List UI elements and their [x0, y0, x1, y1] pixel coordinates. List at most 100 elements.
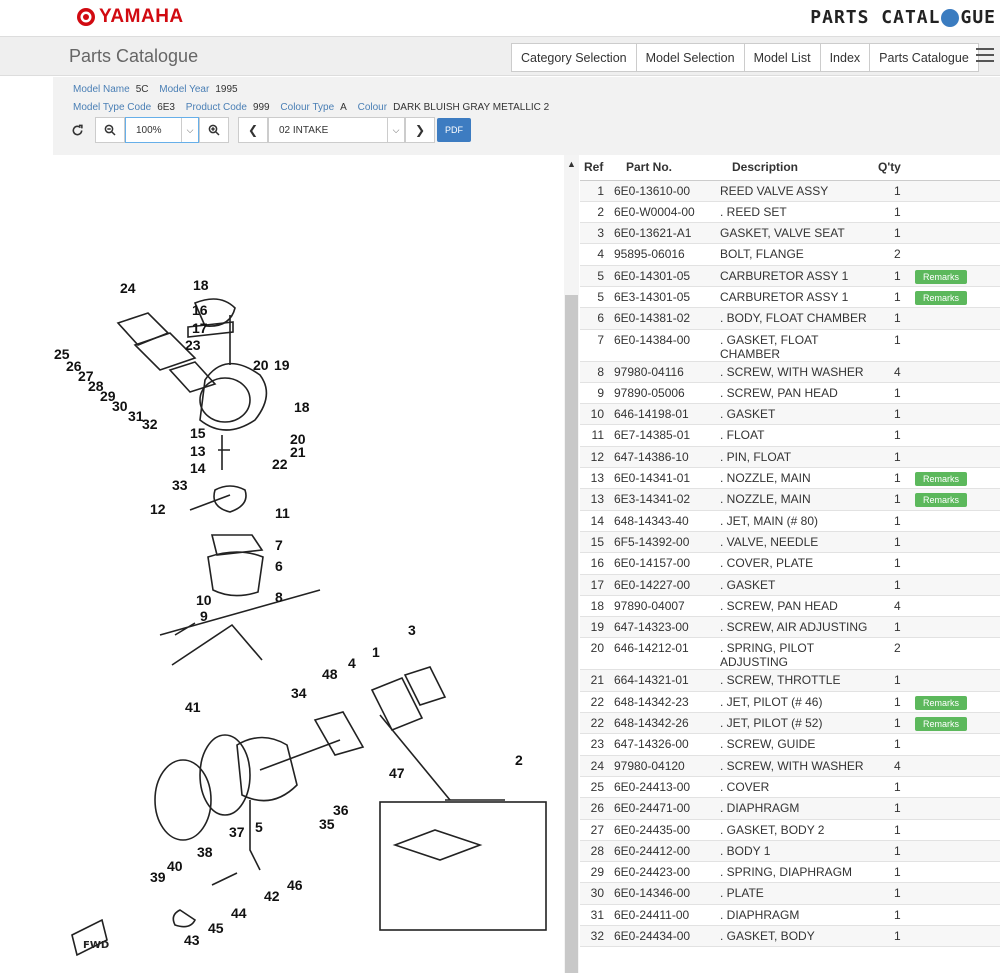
- cell-part-no[interactable]: 646-14198-01: [614, 403, 720, 426]
- callout-6[interactable]: 6: [275, 558, 283, 574]
- callout-19[interactable]: 19: [274, 357, 290, 373]
- tab-category-selection[interactable]: Category Selection: [511, 43, 636, 72]
- cell-part-no[interactable]: 6E0-W0004-00: [614, 201, 720, 224]
- tab-model-selection[interactable]: Model Selection: [635, 43, 744, 72]
- zoom-out-button[interactable]: [95, 117, 125, 143]
- callout-20b[interactable]: 20: [290, 431, 306, 447]
- callout-40[interactable]: 40: [167, 858, 183, 874]
- next-section-button[interactable]: ❯: [405, 117, 435, 143]
- callout-8[interactable]: 8: [275, 589, 283, 605]
- callout-15[interactable]: 15: [190, 425, 206, 441]
- callout-3[interactable]: 3: [408, 622, 416, 638]
- cell-part-no[interactable]: 6E0-14384-00: [614, 329, 720, 362]
- cell-part-no[interactable]: 97980-04116: [614, 361, 720, 383]
- refresh-button[interactable]: [65, 117, 89, 143]
- callout-27[interactable]: 27: [78, 368, 94, 384]
- callout-43[interactable]: 43: [184, 932, 200, 948]
- cell-part-no[interactable]: 6E0-24411-00: [614, 904, 720, 927]
- callout-18[interactable]: 18: [193, 277, 209, 293]
- callout-38[interactable]: 38: [197, 844, 213, 860]
- callout-22[interactable]: 22: [272, 456, 288, 472]
- cell-part-no[interactable]: 6E7-14385-01: [614, 424, 720, 447]
- callout-41[interactable]: 41: [185, 699, 201, 715]
- cell-part-no[interactable]: 6E0-13610-00: [614, 180, 720, 202]
- cell-part-no[interactable]: 6F5-14392-00: [614, 531, 720, 554]
- callout-31[interactable]: 31: [128, 408, 144, 424]
- exploded-parts-diagram[interactable]: FWD 18 24 16 17 23 25 26 27 28 29 30 31 …: [0, 155, 563, 973]
- cell-part-no[interactable]: 6E0-24435-00: [614, 819, 720, 841]
- cell-part-no[interactable]: 6E0-14157-00: [614, 552, 720, 575]
- col-header-description[interactable]: Description: [720, 155, 878, 181]
- menu-icon[interactable]: [976, 46, 994, 64]
- cell-part-no[interactable]: 648-14342-26: [614, 712, 720, 735]
- cell-part-no[interactable]: 647-14326-00: [614, 733, 720, 756]
- cell-part-no[interactable]: 6E0-24471-00: [614, 797, 720, 820]
- remarks-button[interactable]: Remarks: [915, 695, 968, 710]
- cell-part-no[interactable]: 647-14323-00: [614, 616, 720, 639]
- tab-parts-catalogue[interactable]: Parts Catalogue: [869, 43, 979, 72]
- remarks-button[interactable]: Remarks: [915, 269, 968, 284]
- callout-12[interactable]: 12: [150, 501, 166, 517]
- callout-13[interactable]: 13: [190, 443, 206, 459]
- cell-part-no[interactable]: 6E0-24413-00: [614, 776, 720, 799]
- col-header-part-no[interactable]: Part No.: [614, 155, 720, 181]
- scrollbar-thumb[interactable]: [565, 295, 578, 973]
- cell-part-no[interactable]: 6E0-24423-00: [614, 861, 720, 884]
- callout-20[interactable]: 20: [253, 357, 269, 373]
- callout-23[interactable]: 23: [185, 337, 201, 353]
- col-header-qty[interactable]: Q'ty: [878, 155, 914, 181]
- callout-34[interactable]: 34: [291, 685, 307, 701]
- cell-part-no[interactable]: 97890-04007: [614, 595, 720, 618]
- cell-part-no[interactable]: 6E0-14341-01: [614, 467, 720, 490]
- callout-32[interactable]: 32: [142, 416, 158, 432]
- tab-index[interactable]: Index: [819, 43, 870, 72]
- callout-47[interactable]: 47: [389, 765, 405, 781]
- callout-36[interactable]: 36: [333, 802, 349, 818]
- callout-35[interactable]: 35: [319, 816, 335, 832]
- cell-part-no[interactable]: 648-14342-23: [614, 691, 720, 714]
- callout-45[interactable]: 45: [208, 920, 224, 936]
- prev-section-button[interactable]: ❮: [238, 117, 268, 143]
- cell-part-no[interactable]: 664-14321-01: [614, 669, 720, 692]
- callout-29[interactable]: 29: [100, 388, 116, 404]
- cell-part-no[interactable]: 6E3-14301-05: [614, 286, 720, 309]
- zoom-select[interactable]: 100% ⌵: [125, 117, 199, 143]
- callout-30[interactable]: 30: [112, 398, 128, 414]
- callout-46[interactable]: 46: [287, 877, 303, 893]
- callout-28[interactable]: 28: [88, 378, 104, 394]
- callout-2[interactable]: 2: [515, 752, 523, 768]
- cell-part-no[interactable]: 648-14343-40: [614, 510, 720, 532]
- callout-14[interactable]: 14: [190, 460, 206, 476]
- cell-part-no[interactable]: 6E0-24434-00: [614, 925, 720, 948]
- remarks-button[interactable]: Remarks: [915, 472, 968, 487]
- callout-17[interactable]: 17: [192, 320, 208, 336]
- cell-part-no[interactable]: 6E0-14381-02: [614, 307, 720, 330]
- callout-7[interactable]: 7: [275, 537, 283, 553]
- callout-39[interactable]: 39: [150, 869, 166, 885]
- callout-21[interactable]: 21: [290, 444, 306, 460]
- remarks-button[interactable]: Remarks: [915, 717, 968, 732]
